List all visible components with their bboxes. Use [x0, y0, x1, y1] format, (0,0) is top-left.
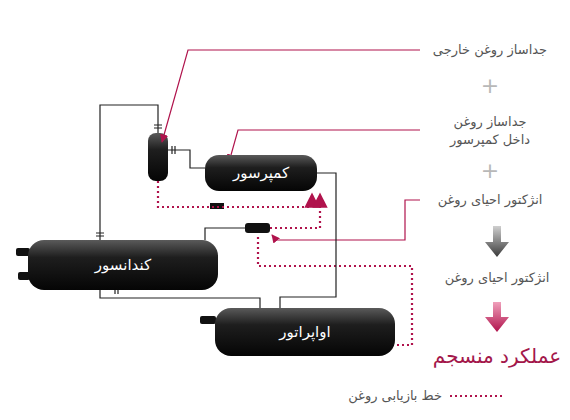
vessel-box: کندانسور: [28, 240, 218, 290]
legend-label: خط بازیابی روغن: [348, 387, 442, 405]
liquid-pipe: [205, 228, 245, 240]
callout-label: انژکتور احیای روغن: [422, 269, 570, 287]
step-arrow: [485, 226, 509, 257]
oil-injector: [245, 223, 270, 233]
fitting: [172, 146, 175, 154]
oil-return-line: [270, 194, 320, 228]
vessel-body: [205, 155, 317, 191]
fitting: [96, 233, 104, 236]
leader-line: [272, 200, 420, 240]
legend-line-sample: [450, 395, 505, 397]
vessel-label: اواپراتور: [279, 323, 330, 341]
refrigerant-pipe: [100, 290, 260, 308]
result-heading: عملکرد منسجم: [422, 343, 570, 369]
nozzle: [16, 248, 30, 256]
plus-sign: +: [470, 159, 510, 183]
compressor-pipe: [168, 150, 205, 168]
callout-label: جداساز روغن داخل کمپرسور: [438, 113, 542, 149]
vessel-body: [28, 240, 218, 290]
oil-separator: [148, 133, 168, 181]
vessel-label: کندانسور: [95, 256, 151, 274]
vessel-label: کمپرسور: [233, 164, 289, 182]
callout-label: انژکتور احیای روغن: [415, 191, 565, 209]
callout-label: جداساز روغن خارجی: [415, 41, 565, 59]
plus-sign: +: [470, 74, 510, 98]
leader-line: [162, 50, 420, 142]
fitting: [154, 125, 162, 128]
vessel-box: اواپراتور: [215, 308, 395, 356]
vessel-body: [215, 308, 395, 356]
result-arrow: [485, 302, 509, 332]
refrigerant-pipe: [280, 173, 336, 308]
nozzle: [200, 316, 216, 324]
vessel-box: کمپرسور: [205, 155, 317, 191]
callout-leaders: [162, 50, 420, 240]
